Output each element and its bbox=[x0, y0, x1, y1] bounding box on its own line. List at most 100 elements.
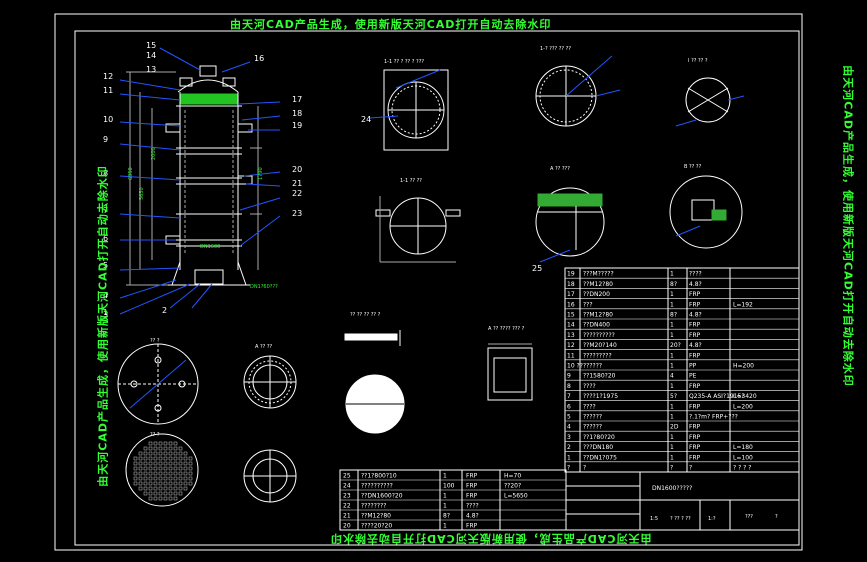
dimension-annotations: 6950 5650 2000 1790 DN1600 DN1?60??? bbox=[128, 147, 278, 290]
bom-upper-cell-mat: FRP bbox=[689, 403, 701, 410]
bom-upper-cell-no: 5 bbox=[567, 414, 571, 421]
grid-hole bbox=[163, 476, 168, 481]
grid-hole bbox=[138, 451, 143, 456]
balloon-number: 8 bbox=[103, 169, 108, 178]
balloon-number: 13 bbox=[146, 65, 156, 74]
grid-hole bbox=[148, 451, 153, 456]
bom-upper-cell-no: 19 bbox=[567, 271, 575, 278]
view-title-bot-box: A ?? ???? ??? ? bbox=[488, 326, 525, 332]
grid-hole bbox=[138, 456, 143, 461]
title-sheet: ? ?? ? ?? bbox=[670, 516, 691, 522]
grid-hole bbox=[158, 456, 163, 461]
bom-upper-cell-name: ?????? bbox=[583, 414, 602, 421]
grid-hole bbox=[173, 481, 178, 486]
bom-upper-cell-no: 12 bbox=[567, 342, 575, 349]
view-section-top-mid bbox=[535, 55, 621, 127]
grid-hole bbox=[163, 456, 168, 461]
grid-hole bbox=[188, 476, 193, 481]
svg-text:2000: 2000 bbox=[151, 147, 157, 160]
bom-upper-cell-no: 9 bbox=[567, 373, 571, 380]
bom-upper-cell-mat: FRP bbox=[689, 322, 701, 329]
grid-hole bbox=[148, 486, 153, 491]
title-extra: 1:? bbox=[708, 516, 716, 522]
grid-hole bbox=[153, 441, 158, 446]
bom-upper-cell-qty: 1 bbox=[670, 444, 674, 451]
bom-lower-cell-name: ????20?20 bbox=[361, 523, 392, 530]
grid-hole bbox=[143, 456, 148, 461]
balloon-leaders bbox=[119, 47, 281, 315]
balloon-number: 25 bbox=[532, 264, 542, 273]
balloon-number: 12 bbox=[103, 72, 113, 81]
bom-upper-cell-qty: 5? bbox=[670, 393, 677, 400]
bom-lower-cell-name: ?????????? bbox=[361, 483, 393, 490]
bom-upper-cell-qty: 20? bbox=[670, 342, 681, 349]
bom-upper-cell-no: 1 bbox=[567, 454, 571, 461]
bom-lower-cell-qty: 1 bbox=[443, 523, 447, 530]
grid-hole bbox=[138, 471, 143, 476]
grid-hole bbox=[143, 476, 148, 481]
bom-upper-cell-qty: 1 bbox=[670, 454, 674, 461]
grid-hole bbox=[178, 486, 183, 491]
bom-upper-cell-no: 8 bbox=[567, 383, 571, 390]
view-grid-plate bbox=[125, 433, 199, 507]
grid-hole bbox=[168, 446, 173, 451]
balloon-number: 20 bbox=[292, 165, 302, 174]
view-title-top-left: 1-1 ?? ? ?? ? ??? bbox=[384, 59, 424, 65]
bom-upper-cell-mat: ? bbox=[689, 465, 692, 472]
bom-upper-cell-qty: 1 bbox=[670, 363, 674, 370]
bom-upper-cell-mat: ?.1?m? FRP+??? bbox=[689, 414, 738, 421]
grid-hole bbox=[158, 476, 163, 481]
grid-hole bbox=[143, 461, 148, 466]
grid-hole bbox=[188, 471, 193, 476]
grid-hole bbox=[143, 451, 148, 456]
bom-upper-cell-qty: ? bbox=[670, 465, 673, 472]
grid-hole bbox=[168, 461, 173, 466]
bom-upper-cell-name: ??? bbox=[583, 301, 593, 308]
grid-hole bbox=[148, 466, 153, 471]
bom-lower-cell-mat: FRP bbox=[466, 483, 478, 490]
bom-upper-cell-name: ???DN180 bbox=[583, 444, 613, 451]
grid-hole bbox=[173, 471, 178, 476]
bom-upper-cell-mat: 4.8? bbox=[689, 312, 702, 319]
svg-text:1790: 1790 bbox=[258, 167, 264, 180]
grid-hole bbox=[158, 471, 163, 476]
bom-lower-cell-qty: 8? bbox=[443, 513, 450, 520]
grid-hole bbox=[158, 446, 163, 451]
view-box-bottom bbox=[487, 343, 533, 401]
view-flange-bottom bbox=[243, 355, 297, 409]
bom-upper-cell-qty: 1 bbox=[670, 403, 674, 410]
bom-upper-cell-qty: 8? bbox=[670, 281, 677, 288]
drawing-frame-outer bbox=[54, 13, 803, 551]
grid-hole bbox=[153, 461, 158, 466]
bom-lower-cell-name: ??DN1600?20 bbox=[361, 493, 403, 500]
view-section-mid-left bbox=[375, 196, 461, 263]
bom-lower-cell-note: H=70 bbox=[504, 473, 521, 480]
grid-hole bbox=[148, 456, 153, 461]
grid-hole bbox=[158, 486, 163, 491]
balloon-number: 7 bbox=[103, 206, 108, 215]
bom-lower-cell-no: 25 bbox=[343, 473, 351, 480]
bom-upper-cell-name: ????????? bbox=[583, 352, 612, 359]
bom-lower-cell-note: L=5650 bbox=[504, 493, 528, 500]
grid-hole bbox=[173, 456, 178, 461]
bom-lower-cell-qty: 1 bbox=[443, 493, 447, 500]
view-section-top-right bbox=[675, 77, 745, 127]
bom-upper-cell-no: 10 ?? bbox=[567, 363, 583, 370]
view-title-bot-flange: A ?? ?? bbox=[255, 344, 273, 350]
bom-upper-cell-no: 17 bbox=[567, 291, 575, 298]
grid-hole bbox=[158, 491, 163, 496]
grid-hole bbox=[168, 441, 173, 446]
bom-upper-cell-mat: FRP bbox=[689, 352, 701, 359]
bom-upper-cell-no: 3 bbox=[567, 434, 571, 441]
grid-hole bbox=[178, 456, 183, 461]
grid-hole bbox=[158, 461, 163, 466]
balloon-number: 5 bbox=[103, 261, 108, 270]
bom-upper-cell-mat: FRP bbox=[689, 454, 701, 461]
grid-hole bbox=[158, 451, 163, 456]
bom-upper-cell-qty: 4 bbox=[670, 373, 674, 380]
grid-hole bbox=[133, 481, 138, 486]
grid-hole bbox=[173, 496, 178, 501]
bom-lower-cell-note: ??20? bbox=[504, 483, 521, 490]
